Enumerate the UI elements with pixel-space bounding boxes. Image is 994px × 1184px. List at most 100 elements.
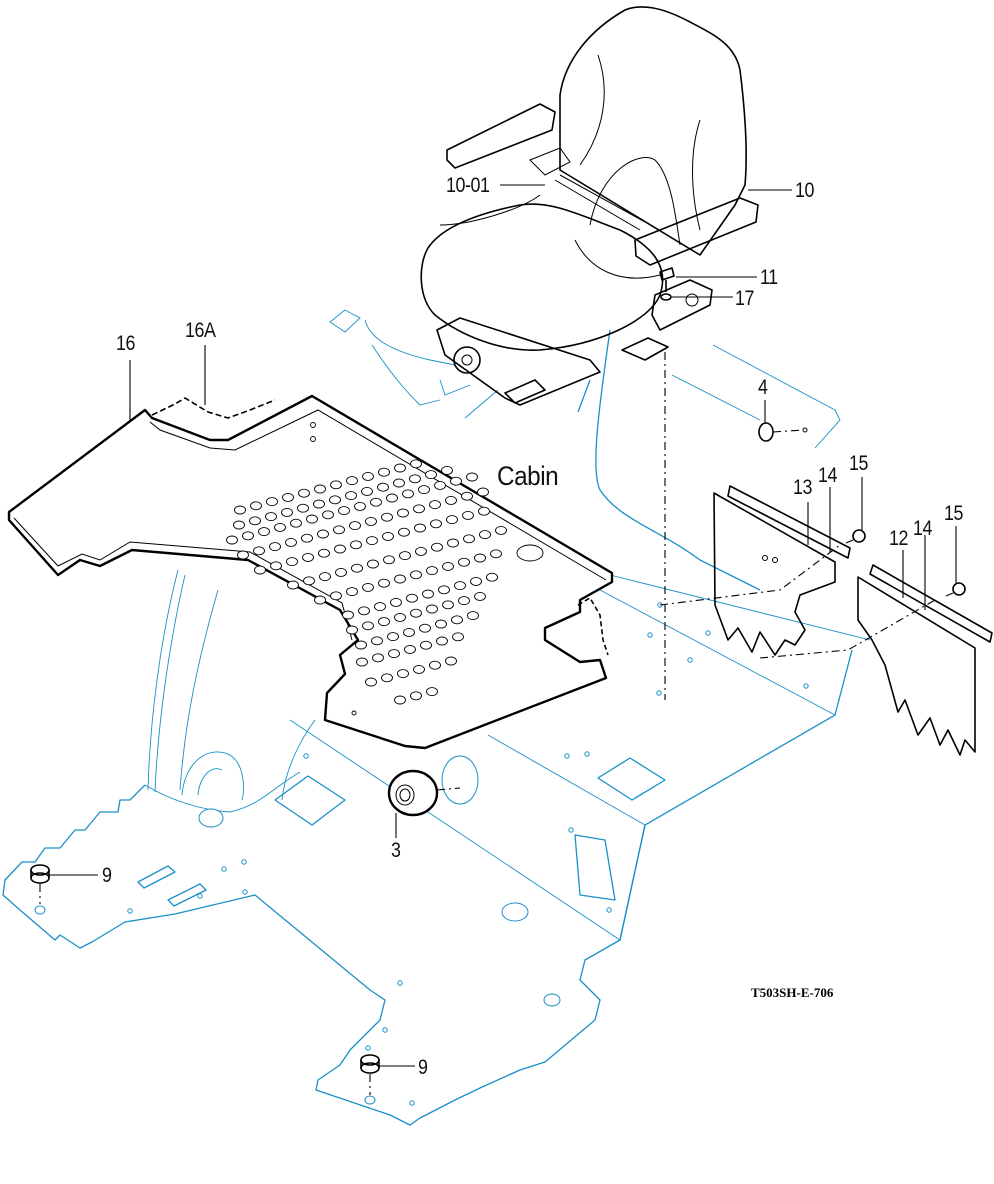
flap-13-mount-line (659, 544, 841, 606)
mat-perforation (415, 546, 427, 556)
callout-16: 16 (116, 332, 136, 355)
seat-side-bracket (651, 279, 713, 331)
mat-perforation (425, 470, 437, 480)
callout-17: 17 (735, 287, 755, 310)
cap-9-right (360, 1054, 380, 1095)
mat-perforation (237, 550, 249, 560)
mat-perforation (301, 533, 313, 543)
mat-perforation (458, 596, 470, 606)
mat-perforation (403, 627, 415, 637)
mat-perforation (329, 495, 341, 505)
mat-perforation (338, 506, 350, 516)
mat-perforation (258, 527, 270, 537)
mat-perforation (274, 522, 286, 532)
seat-belt (529, 147, 646, 231)
mat-perforation (333, 525, 345, 535)
mat-perforation (474, 591, 486, 601)
mat-perforation (466, 472, 478, 482)
mat-perforation (426, 687, 438, 697)
mat-perforation (356, 657, 368, 667)
fender-base (144, 771, 301, 813)
mat-perforation (461, 491, 473, 501)
mat-perforation (458, 557, 470, 567)
mat-perforation (378, 578, 390, 588)
mat-perforation (349, 521, 361, 531)
mat-perforation (367, 559, 379, 569)
access-panel-1 (274, 775, 346, 826)
seat-adjust-knob (453, 346, 481, 374)
mat-perforation (445, 495, 457, 505)
mat-perforation (474, 553, 486, 563)
mat-perforation (362, 621, 374, 631)
seat-backrest-seam (579, 54, 701, 246)
cabin-floor-edge (289, 719, 621, 941)
floor-plate-outline (2, 649, 853, 1126)
callout-16a: 16A (185, 319, 216, 342)
mat-perforation (399, 551, 411, 561)
mat-pin (310, 436, 316, 442)
flap-hole (762, 555, 768, 561)
mat-perforation (374, 602, 386, 612)
mat-perforation (365, 516, 377, 526)
mat-pin (310, 422, 316, 428)
drawing-code: T503SH-E-706 (751, 985, 834, 1000)
mat-perforation (365, 677, 377, 687)
mat-perforation (441, 465, 453, 475)
mat-perforation (419, 623, 431, 633)
cabin-curve-wall (595, 329, 761, 591)
mat-perforation (478, 506, 490, 516)
floor-slot-1 (137, 865, 176, 889)
mat-perforation (486, 572, 498, 582)
mat-perforation (445, 656, 457, 666)
mud-flaps (659, 485, 993, 756)
mat-perforation (330, 591, 342, 601)
seat-suspension-base (436, 317, 601, 406)
bolt-11 (659, 267, 675, 292)
mat-perforation (397, 508, 409, 518)
flap-hole (772, 557, 778, 563)
mat-perforation (285, 537, 297, 547)
mat-perforation (345, 491, 357, 501)
mat-perforation (390, 597, 402, 607)
strip-14-right (869, 564, 993, 643)
mat-perforation (409, 474, 421, 484)
cabin-area-label: Cabin (497, 461, 559, 491)
floor-mat-inner-edge (13, 409, 607, 641)
mat-perforation (410, 459, 422, 469)
mat-perforation (382, 531, 394, 541)
screw-15-left (845, 529, 866, 544)
mat-perforation (286, 557, 298, 567)
mat-perforation (452, 632, 464, 642)
cabin-wall-line-d (464, 389, 499, 419)
screw-15-right (945, 582, 966, 597)
callout-15-left: 15 (849, 452, 869, 475)
fender-inner (181, 751, 244, 801)
callout-14-right: 14 (913, 517, 933, 540)
callout-3: 3 (391, 839, 401, 862)
washer-17 (660, 293, 672, 301)
seat-mount-plate (621, 337, 669, 361)
mat-perforation (330, 480, 342, 490)
mat-perforation (358, 606, 370, 616)
mat-perforation (254, 565, 266, 575)
seat-adjust-knob-center (461, 354, 473, 366)
mat-perforation (402, 489, 414, 499)
cabin-wall-line-b (671, 374, 761, 421)
mat-perforation (436, 636, 448, 646)
seat-cushion-seam (439, 194, 661, 279)
mat-perforation (250, 501, 262, 511)
mat-perforation (350, 540, 362, 550)
cabin-frame (2, 309, 871, 1126)
seat-backrest (559, 6, 747, 256)
cabin-floor-edge-3 (599, 589, 836, 716)
operator-seat (420, 6, 759, 406)
mat-perforation (446, 515, 458, 525)
mat-perforation (346, 476, 358, 486)
mat-perforation (370, 497, 382, 507)
mat-perforation (381, 512, 393, 522)
mat-perforation (388, 649, 400, 659)
mat-perforation (438, 585, 450, 595)
mat-perforation (381, 673, 393, 683)
cabin-wall-right (619, 824, 646, 941)
